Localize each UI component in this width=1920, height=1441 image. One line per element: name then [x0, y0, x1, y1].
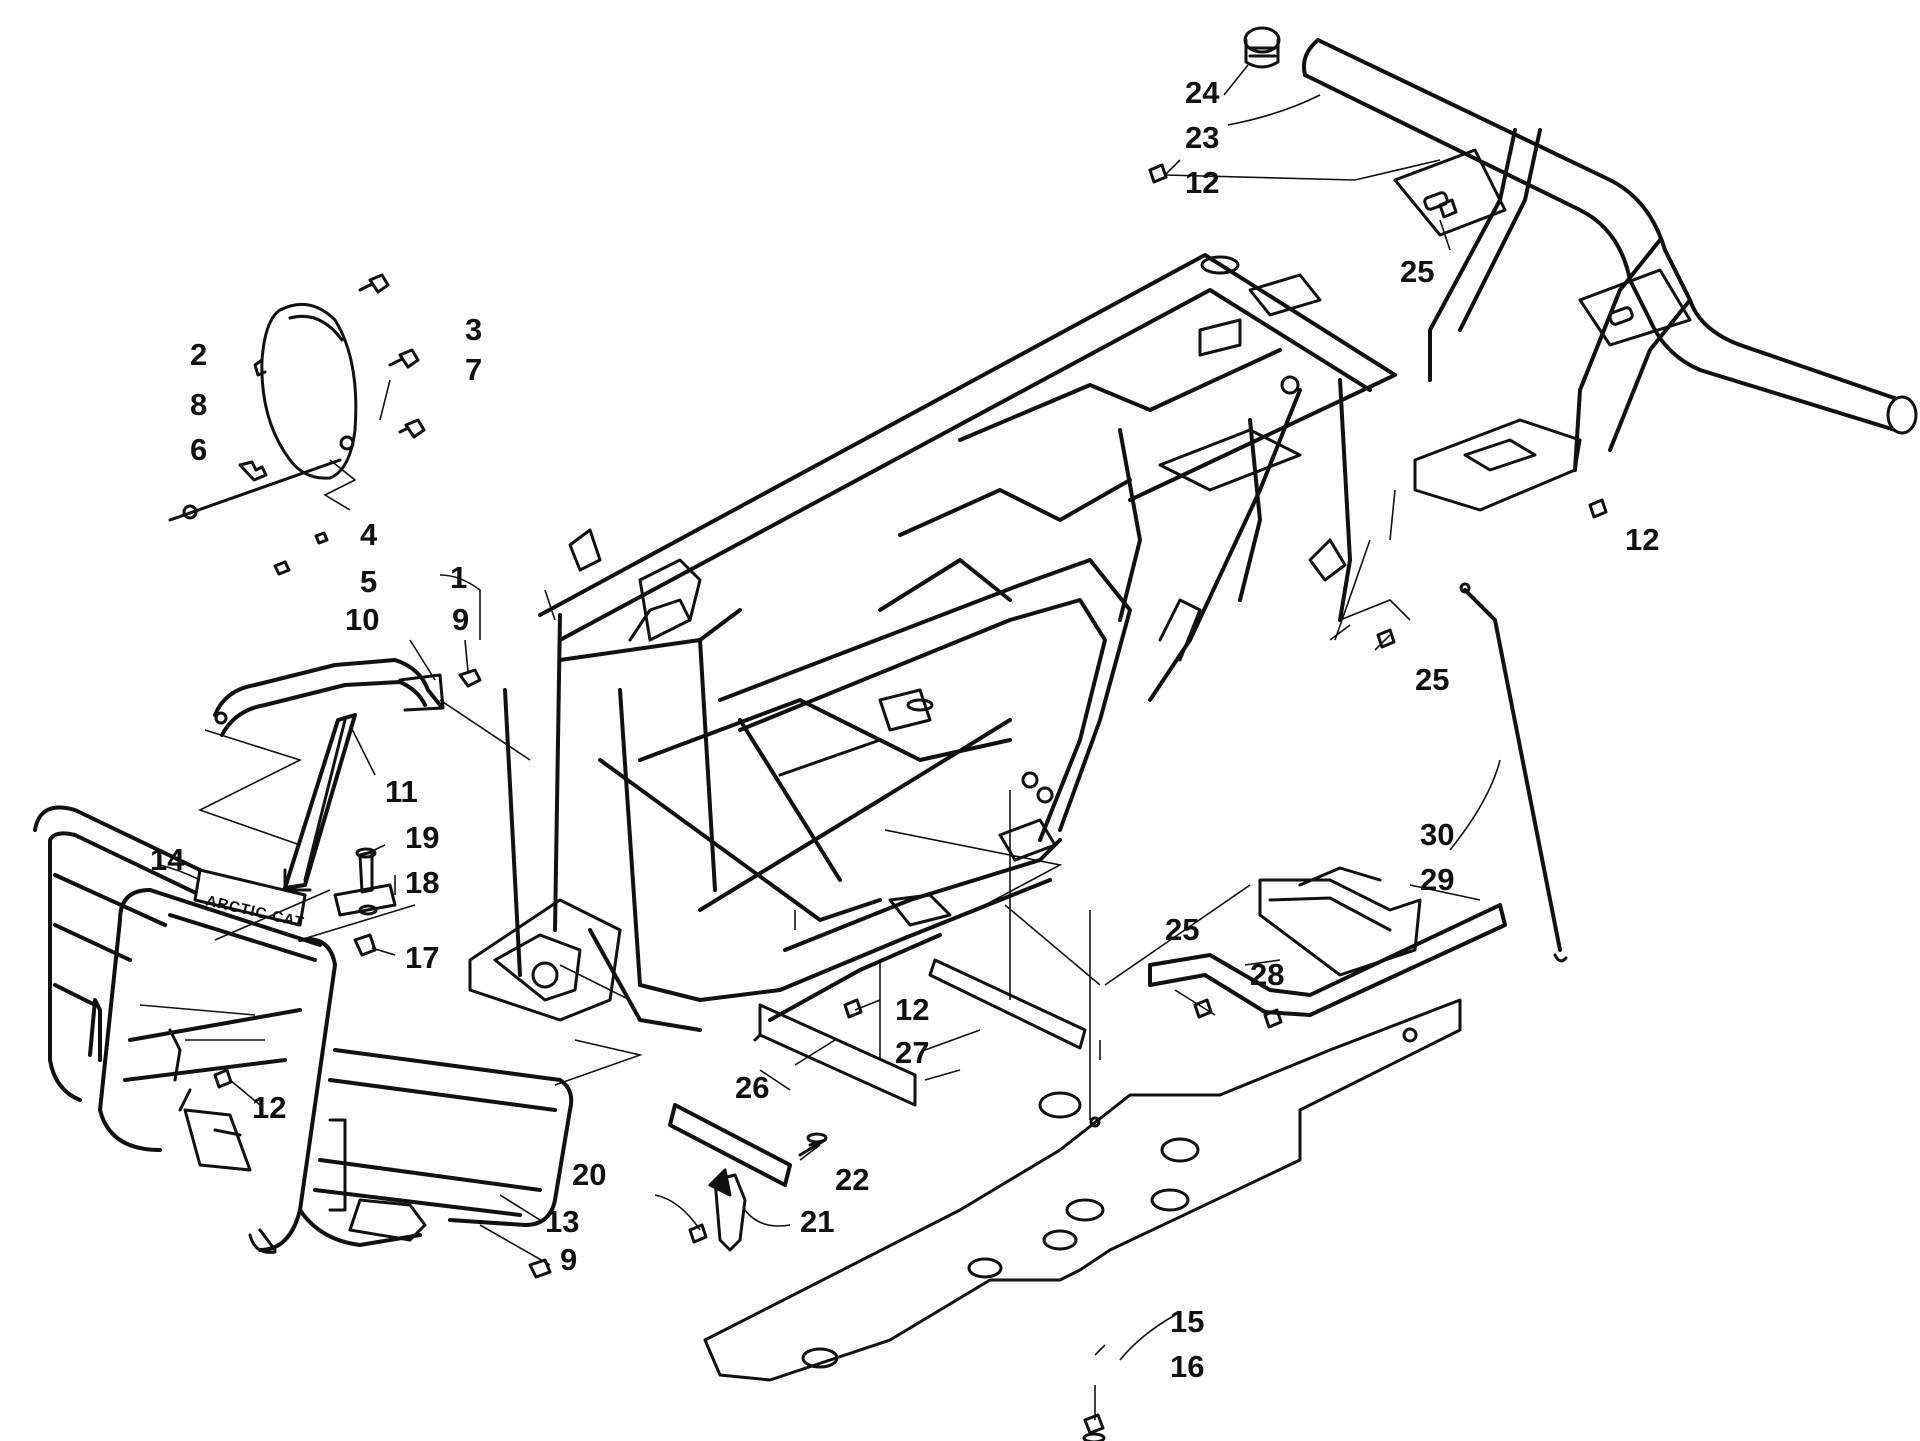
callout-30: 30: [1420, 817, 1454, 852]
callout-10: 10: [345, 602, 379, 637]
callout-12-front: 12: [252, 1090, 286, 1125]
rear-skid-bracket: [1148, 866, 1507, 1017]
callout-25-rear: 25: [1400, 254, 1434, 289]
callout-7: 8: [190, 387, 207, 422]
skid-plate: [703, 998, 1462, 1441]
callout-24: 24: [1185, 75, 1220, 110]
callout-21: 15: [1170, 1304, 1204, 1339]
rail-blocks: [753, 958, 1087, 1107]
leader-lines: [159, 64, 1501, 1420]
callout-29: 29: [1420, 862, 1454, 897]
callout-26: 26: [735, 1070, 769, 1105]
callout-23: 23: [1185, 120, 1219, 155]
callout-11: 11: [385, 774, 418, 809]
callout-19: 21: [800, 1204, 834, 1239]
callout-12-rear-right: 12: [1625, 522, 1659, 557]
callout-3: 3: [465, 312, 482, 347]
headlight-assembly: [168, 273, 426, 576]
callout-22: 16: [1170, 1349, 1204, 1384]
callout-18: 20: [572, 1157, 606, 1192]
hardware-fasteners: [213, 163, 1608, 1279]
callout-16: 18: [405, 865, 439, 900]
callout-12-center: 12: [895, 992, 929, 1027]
callout-9-top: 9: [452, 602, 469, 637]
brand-badge: ARCTIC CAT: [193, 868, 307, 932]
callout-labels: 24 23 12 25 3 2 7 8 6 12 4 5 1 10 9 25 1…: [150, 75, 1659, 1384]
callout-4: 4: [360, 517, 378, 552]
front-bracket: [213, 658, 445, 737]
callout-17: 19: [405, 820, 439, 855]
tie-rod: [1459, 582, 1568, 963]
front-brace: [283, 713, 357, 892]
callout-12-rear-top: 12: [1185, 165, 1219, 200]
assembly-guides: [139, 699, 1251, 1120]
rack-end-cap: [1243, 26, 1281, 69]
callout-28: 28: [1250, 957, 1284, 992]
callout-6: 6: [190, 432, 207, 467]
callout-25-mid: 25: [1415, 662, 1449, 697]
callout-8: 7: [465, 352, 482, 387]
callout-1: 1: [450, 560, 467, 595]
front-bumper: [33, 805, 574, 1254]
callout-20: 22: [835, 1162, 869, 1197]
callout-5: 5: [360, 564, 377, 599]
callout-13: 13: [545, 1204, 579, 1239]
mount-bracket: [668, 1103, 828, 1252]
callout-25-skid: 25: [1165, 912, 1199, 947]
callout-2: 2: [190, 337, 207, 372]
callout-27: 27: [895, 1035, 929, 1070]
callout-9-bottom: 9: [560, 1242, 577, 1277]
rear-rack: [1301, 38, 1918, 512]
main-frame: [468, 253, 1397, 1032]
callout-15: 17: [405, 940, 439, 975]
callout-14: 14: [150, 842, 185, 877]
